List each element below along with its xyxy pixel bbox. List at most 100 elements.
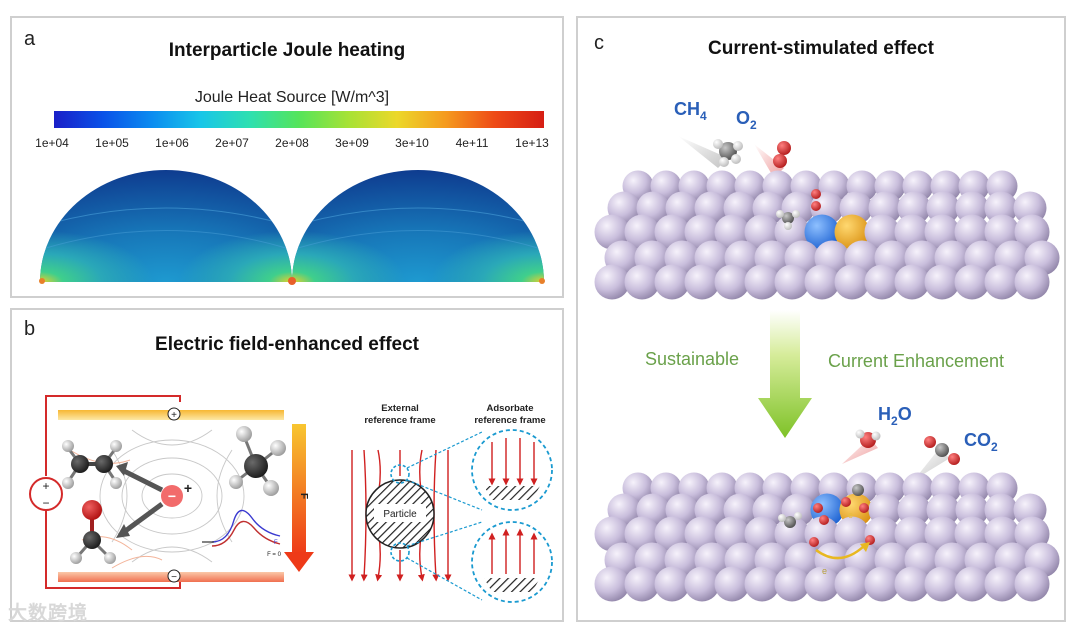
surface-atom	[744, 566, 780, 602]
surface-atom	[1014, 566, 1050, 602]
semicircle-left	[40, 170, 292, 282]
panel-b-letter: b	[24, 318, 36, 340]
zoom-circle-top	[390, 464, 410, 484]
adsorbate-frame-bottom	[471, 521, 553, 603]
panel-c-title: Current-stimulated effect	[708, 38, 934, 59]
battery-minus: −	[42, 496, 49, 510]
arrow-to-formaldehyde	[122, 501, 164, 535]
co2-label: CO2	[964, 430, 998, 454]
zoom-connectors	[406, 431, 483, 601]
surface-atom	[594, 264, 630, 300]
surface-atom	[624, 566, 660, 602]
adsorbate-frame-top	[471, 429, 553, 511]
bottom-plate-sign: −	[171, 572, 177, 583]
panel-a-title: Interparticle Joule heating	[168, 40, 406, 61]
surface-atom	[774, 264, 810, 300]
colorbar-tick-label: 1e+06	[155, 136, 189, 150]
o2-label: O2	[736, 108, 757, 132]
panel-b: b Electric field-enhanced effect	[10, 308, 564, 622]
adsorbate-frame-label-2: reference frame	[474, 415, 545, 426]
surface-atom	[924, 264, 960, 300]
catalyst-slab-bottom	[594, 472, 1060, 602]
electron-flow-arrow	[815, 545, 865, 560]
surface-atom	[954, 264, 990, 300]
ch4-label: CH4	[674, 99, 707, 123]
circuit-wire	[45, 395, 181, 589]
methyl-molecule	[229, 426, 286, 496]
current-stimulated-figure: CH4 O2 H2O CO2 Sustainable Current Enhan…	[594, 99, 1060, 602]
surface-atom	[894, 566, 930, 602]
adsorbed-ch4	[776, 210, 800, 230]
surface-atom	[834, 264, 870, 300]
surface-atom	[864, 264, 900, 300]
battery-symbol	[29, 477, 63, 511]
surface-atom	[654, 566, 690, 602]
panel-a: a Interparticle Joule heating	[10, 16, 564, 298]
electron-label: e	[822, 566, 827, 576]
zoom-circle-bottom	[390, 542, 410, 562]
ch4-trail	[678, 136, 728, 168]
colorbar-tick-label: 3e+10	[395, 136, 429, 150]
panel-b-title: Electric field-enhanced effect	[155, 334, 419, 355]
colorbar-label: Joule Heat Source [W/m^3]	[195, 89, 389, 106]
field-arrow-head	[284, 552, 314, 572]
watermark: 大数跨境	[8, 602, 89, 624]
surface-atom	[804, 566, 840, 602]
ethylene-molecule	[62, 440, 122, 489]
surface-atom	[594, 566, 630, 602]
co2-trail	[914, 450, 950, 480]
transformation-arrow	[758, 310, 812, 438]
panel-c: c Current-stimulated effect	[576, 16, 1066, 622]
colorbar-tick-label: 3e+09	[335, 136, 369, 150]
surface-atom	[1014, 264, 1050, 300]
surface-atom	[984, 264, 1020, 300]
top-plate-sign: +	[171, 410, 177, 421]
arrow-to-ethylene	[120, 467, 164, 493]
colorbar-tick-label: 1e+05	[95, 136, 129, 150]
reacting-species	[778, 484, 875, 547]
joule-heating-figure: Joule Heat Source [W/m^3] 1e+04 1e+05 1e+0…	[35, 89, 549, 285]
surface-atom	[714, 566, 750, 602]
f-curve-label: F	[274, 540, 278, 546]
top-plate-terminal	[167, 407, 181, 421]
external-frame-label-1: External	[381, 403, 419, 414]
formaldehyde-molecule	[70, 500, 116, 564]
hotspot-right	[539, 278, 545, 284]
colorbar-tick-label: 2e+07	[215, 136, 249, 150]
field-label: F	[298, 493, 309, 499]
negative-ion	[161, 485, 183, 507]
o2-molecule	[773, 141, 791, 168]
f0-label: F = 0	[267, 552, 282, 558]
surface-atom	[624, 264, 660, 300]
catalyst-slab-top	[594, 170, 1060, 300]
current-enhancement-label: Current Enhancement	[828, 351, 1004, 371]
adsorbed-o2	[811, 189, 821, 211]
sustainable-label: Sustainable	[645, 349, 739, 369]
o2-trail	[754, 144, 784, 178]
electric-field-figure: + − + − − +	[29, 395, 553, 603]
surface-atom	[864, 566, 900, 602]
bottom-plate-terminal	[167, 569, 181, 583]
electron-label-2: e	[848, 510, 853, 520]
h2o-label: H2O	[878, 404, 912, 428]
colorbar-tick-label: 2e+08	[275, 136, 309, 150]
surface-atom	[955, 191, 989, 225]
surface-atom	[894, 264, 930, 300]
colorbar-tick-label: 1e+04	[35, 136, 69, 150]
surface-atom	[684, 264, 720, 300]
external-frame-label-2: reference frame	[364, 415, 435, 426]
field-arrow-shaft	[292, 424, 306, 554]
surface-atom	[954, 566, 990, 602]
energy-curves	[202, 509, 281, 547]
surface-atom	[924, 566, 960, 602]
adsorbate-frame-label-1: Adsorbate	[487, 403, 534, 414]
particle-label: Particle	[383, 509, 417, 520]
surface-atom	[684, 566, 720, 602]
colorbar-tick-label: 1e+13	[515, 136, 549, 150]
surface-atom	[744, 264, 780, 300]
surface-atom	[955, 493, 989, 527]
colorbar	[54, 111, 544, 128]
panel-c-letter: c	[594, 32, 604, 54]
hotspot-left	[39, 278, 45, 284]
battery-plus: +	[42, 479, 49, 493]
